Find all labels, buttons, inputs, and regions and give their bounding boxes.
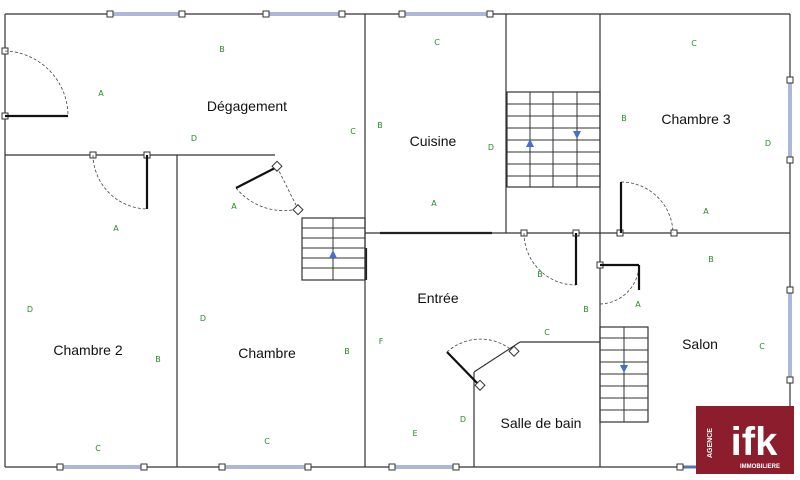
wall-nodes xyxy=(1,10,794,471)
wall-marker: C xyxy=(759,342,765,351)
wall-marker: A xyxy=(98,89,104,98)
stair-up-arrow-icon xyxy=(329,250,337,258)
staircase-chambre xyxy=(301,217,366,281)
wall-marker: D xyxy=(460,415,466,424)
room-labels: Dégagement Cuisine Chambre 3 Chambre 2 C… xyxy=(53,98,730,431)
wall-marker: C xyxy=(544,328,550,337)
room-label-entree: Entrée xyxy=(417,290,458,306)
wall-markers: B A D C C B D C B D A A D B C A D B C A … xyxy=(27,38,771,453)
logo-brand: ifk xyxy=(731,420,778,464)
wall-marker: A xyxy=(113,224,119,233)
wall-marker: A xyxy=(231,202,237,211)
outer-walls xyxy=(4,13,791,468)
wall-marker: D xyxy=(191,134,197,143)
wall-marker: C xyxy=(95,444,101,453)
wall-marker: A xyxy=(431,199,437,208)
wall-marker: B xyxy=(344,347,350,356)
room-label-cuisine: Cuisine xyxy=(410,133,457,149)
wall-marker: C xyxy=(264,437,270,446)
wall-marker: A xyxy=(635,300,641,309)
staircase-salon xyxy=(599,326,649,423)
staircase-cuisine xyxy=(506,91,601,188)
wall-marker: B xyxy=(583,305,589,314)
wall-marker: D xyxy=(27,305,33,314)
wall-marker: F xyxy=(379,337,384,346)
room-label-salle-de-bain: Salle de bain xyxy=(501,415,582,431)
agency-logo: ifk AGENCE IMMOBILIERE xyxy=(696,406,794,474)
wall-marker: B xyxy=(219,45,225,54)
stair-down-arrow-icon xyxy=(573,131,581,139)
wall-marker: D xyxy=(765,139,771,148)
wall-marker: B xyxy=(377,121,383,130)
wall-marker: E xyxy=(412,429,417,438)
wall-marker: C xyxy=(691,39,697,48)
doors xyxy=(4,50,674,391)
room-label-chambre-3: Chambre 3 xyxy=(661,111,730,127)
room-label-chambre-2: Chambre 2 xyxy=(53,342,122,358)
wall-marker: B xyxy=(537,270,543,279)
logo-tagline-vertical: AGENCE xyxy=(707,428,714,458)
wall-marker: B xyxy=(708,255,714,264)
logo-tagline-bottom: IMMOBILIERE xyxy=(740,464,780,470)
stair-up-arrow-icon xyxy=(526,139,534,147)
wall-marker: C xyxy=(434,38,440,47)
windows xyxy=(60,12,792,469)
wall-marker: C xyxy=(350,127,356,136)
wall-marker: B xyxy=(155,355,161,364)
wall-marker: D xyxy=(488,143,494,152)
room-label-salon: Salon xyxy=(682,336,718,352)
interior-walls xyxy=(5,14,790,467)
wall-marker: A xyxy=(703,207,709,216)
wall-marker: D xyxy=(200,314,206,323)
stair-down-arrow-icon xyxy=(620,365,628,373)
wall-marker: B xyxy=(621,114,627,123)
room-label-chambre: Chambre xyxy=(238,345,296,361)
room-label-degagement: Dégagement xyxy=(207,98,287,114)
